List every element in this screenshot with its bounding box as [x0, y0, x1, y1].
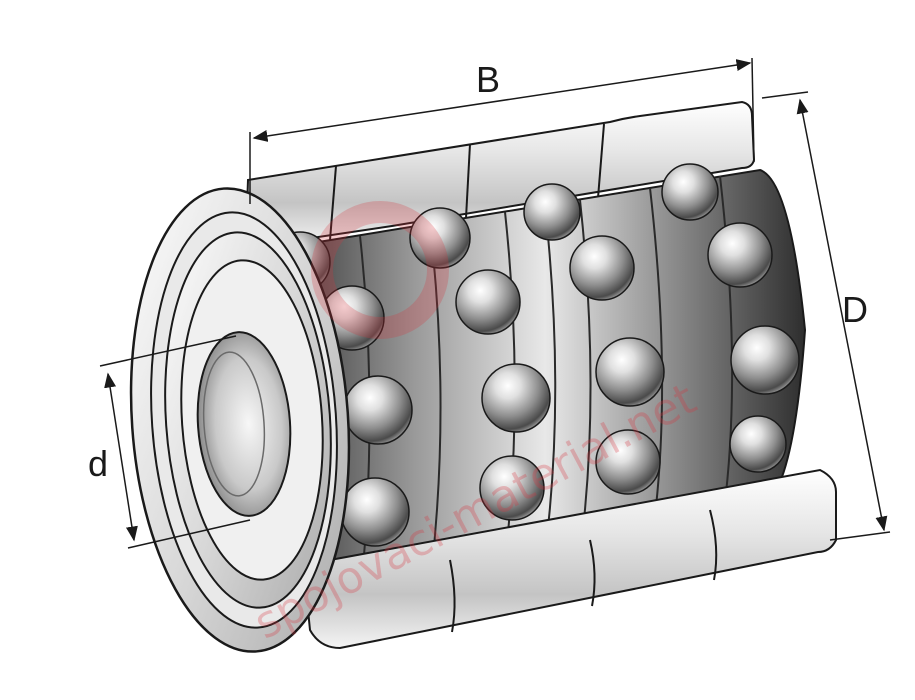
ball — [707, 222, 773, 288]
bore — [196, 331, 292, 517]
dimension-d-outer-line — [796, 98, 888, 532]
ball — [481, 363, 551, 433]
ball — [455, 269, 521, 335]
watermark-logo — [311, 201, 449, 339]
dimension-d-outer-label: D — [842, 289, 868, 330]
dimension-d-bore-label: d — [88, 443, 108, 484]
ball — [343, 375, 413, 445]
ball — [409, 207, 471, 269]
ball — [661, 163, 719, 221]
dimension-b-line — [252, 59, 752, 142]
ball — [569, 235, 635, 301]
ball — [595, 337, 665, 407]
ball — [479, 455, 545, 521]
dimension-lines — [99, 57, 891, 549]
balls — [269, 163, 800, 547]
ball — [523, 183, 581, 241]
dimension-b-label: B — [476, 59, 500, 100]
ball — [730, 325, 800, 395]
ball — [729, 415, 787, 473]
ball — [595, 429, 661, 495]
dimension-d-bore-line — [104, 372, 138, 542]
